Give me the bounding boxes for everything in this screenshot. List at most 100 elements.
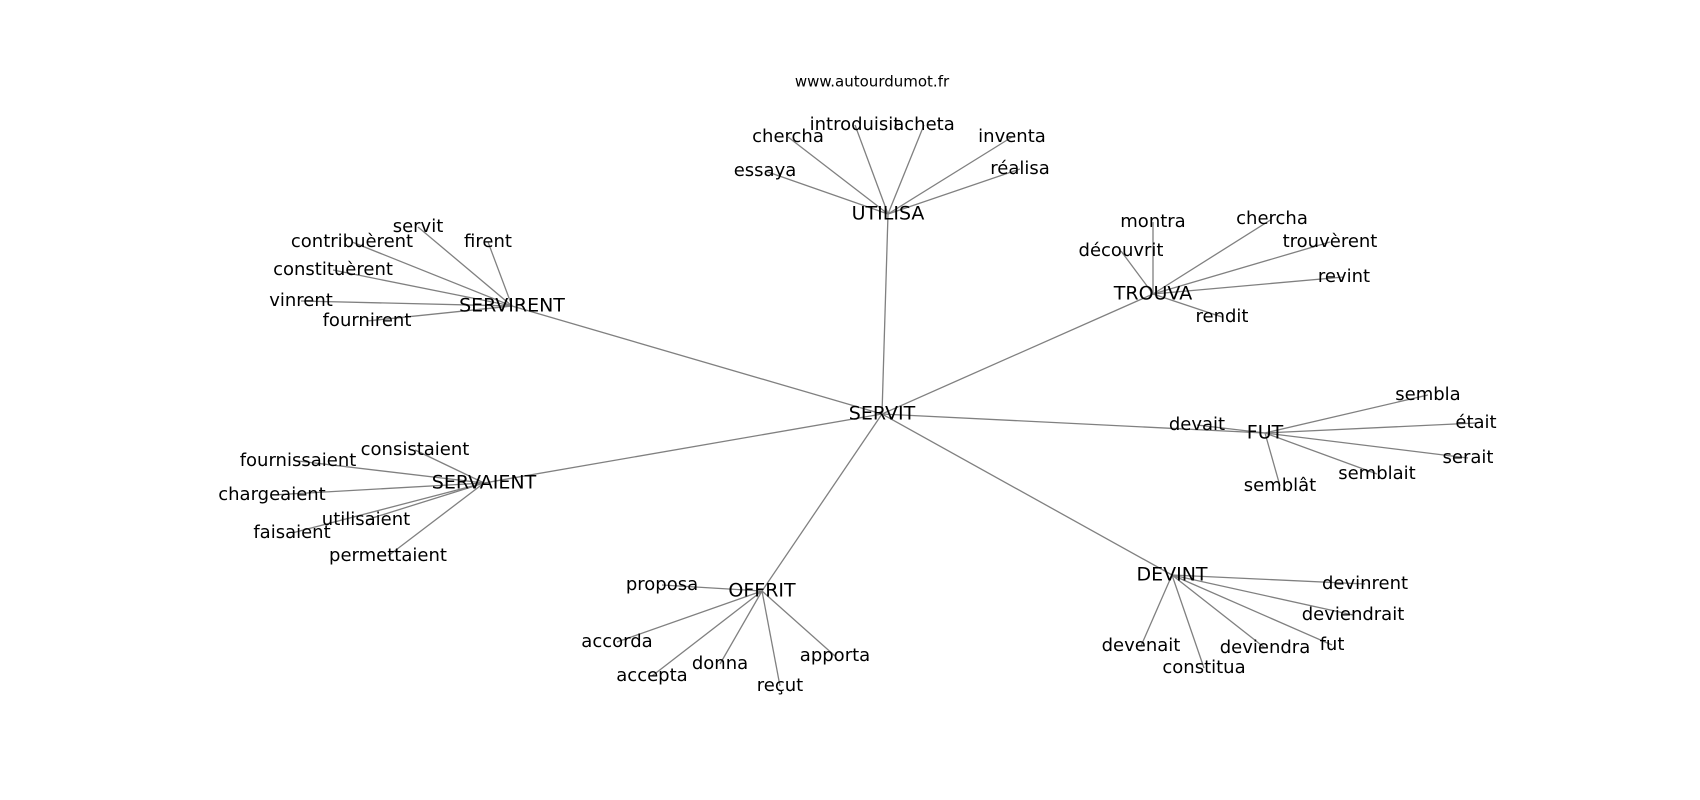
hub-word-servaient[interactable]: SERVAIENT	[432, 472, 537, 494]
edge-center-devint	[881, 413, 1173, 576]
leaf-word[interactable]: chercha	[1236, 208, 1308, 229]
edge-utilisa-1	[887, 124, 925, 215]
edge-devint-2	[1171, 574, 1333, 646]
hub-word-devint[interactable]: DEVINT	[1136, 564, 1207, 586]
leaf-word[interactable]: apporta	[800, 645, 870, 666]
edge-offrit-4	[651, 590, 763, 677]
leaf-word[interactable]: deviendrait	[1302, 604, 1405, 625]
edge-center-utilisa	[881, 213, 889, 415]
edge-utilisa-2	[787, 136, 889, 215]
edge-offrit-3	[719, 590, 763, 665]
leaf-word[interactable]: contribuèrent	[291, 231, 413, 252]
leaf-word[interactable]: vinrent	[269, 290, 333, 311]
leaf-word[interactable]: faisaient	[253, 522, 330, 543]
edge-fut-4	[1264, 432, 1378, 475]
leaf-word[interactable]: accepta	[616, 665, 687, 686]
leaf-word[interactable]: donna	[692, 653, 748, 674]
edge-devint-5	[1171, 574, 1205, 669]
edge-fut-0	[1264, 394, 1429, 434]
edge-center-trouva	[881, 293, 1154, 415]
leaf-word[interactable]: accorda	[581, 631, 652, 652]
edge-fut-1	[1196, 424, 1266, 434]
leaf-word[interactable]: proposa	[626, 574, 698, 595]
edge-offrit-2	[761, 590, 836, 657]
leaf-word[interactable]: réalisa	[990, 158, 1050, 179]
edge-devint-0	[1171, 574, 1366, 585]
leaf-word[interactable]: devenait	[1102, 635, 1181, 656]
edge-servirent-4	[300, 300, 513, 307]
edge-offrit-0	[661, 584, 763, 592]
edge-servaient-2	[271, 482, 485, 496]
leaf-word[interactable]: serait	[1443, 447, 1494, 468]
hub-word-utilisa[interactable]: UTILISA	[852, 203, 925, 225]
edge-servaient-0	[414, 449, 485, 484]
edge-utilisa-0	[854, 124, 889, 215]
leaf-word[interactable]: fournirent	[323, 310, 412, 331]
leaf-word[interactable]: acheta	[893, 114, 955, 135]
edge-servaient-5	[387, 482, 485, 557]
leaf-word[interactable]: rendit	[1196, 306, 1249, 327]
leaf-word[interactable]: firent	[464, 231, 512, 252]
edge-offrit-1	[616, 590, 763, 643]
edge-servirent-3	[332, 269, 513, 307]
leaf-word[interactable]: constitua	[1162, 657, 1245, 678]
edge-servirent-0	[417, 226, 513, 307]
edge-trouva-2	[1152, 241, 1331, 295]
leaf-word[interactable]: devinrent	[1322, 573, 1408, 594]
leaf-word[interactable]: permettaient	[329, 545, 447, 566]
hub-word-fut[interactable]: FUT	[1247, 422, 1284, 444]
leaf-word[interactable]: semblait	[1338, 463, 1416, 484]
hub-word-offrit[interactable]: OFFRIT	[728, 580, 796, 602]
leaf-word[interactable]: était	[1455, 412, 1496, 433]
leaf-word[interactable]: deviendra	[1220, 637, 1311, 658]
leaf-word[interactable]: reçut	[757, 675, 803, 696]
leaf-word[interactable]: inventa	[978, 126, 1046, 147]
edge-utilisa-4	[887, 168, 1021, 215]
leaf-word[interactable]: semblât	[1244, 475, 1317, 496]
leaf-word[interactable]: utilisaient	[322, 509, 410, 530]
leaf-word[interactable]: revint	[1318, 266, 1370, 287]
center-word[interactable]: SERVIT	[849, 403, 916, 425]
edge-fut-2	[1264, 422, 1477, 434]
edge-servaient-3	[365, 482, 485, 521]
edges-layer	[271, 124, 1477, 687]
edge-servaient-1	[297, 460, 485, 484]
leaf-word[interactable]: essaya	[734, 160, 797, 181]
hub-word-trouva[interactable]: TROUVA	[1113, 283, 1192, 305]
leaf-word[interactable]: montra	[1120, 211, 1185, 232]
edge-offrit-5	[761, 590, 781, 687]
hub-word-servirent[interactable]: SERVIRENT	[459, 295, 565, 317]
edge-trouva-4	[1152, 276, 1345, 295]
edge-devint-4	[1171, 574, 1266, 649]
leaf-word[interactable]: fut	[1320, 634, 1345, 655]
edge-utilisa-5	[764, 170, 889, 215]
leaf-word[interactable]: fournissaient	[240, 450, 357, 471]
edge-servaient-4	[291, 482, 485, 534]
leaf-word[interactable]: devait	[1169, 414, 1225, 435]
edge-utilisa-3	[887, 136, 1013, 215]
leaf-word[interactable]: découvrit	[1079, 240, 1164, 261]
leaf-word[interactable]: sembla	[1395, 384, 1460, 405]
site-label[interactable]: www.autourdumot.fr	[795, 73, 950, 91]
edge-center-servirent	[511, 305, 883, 415]
leaf-word[interactable]: constituèrent	[273, 259, 393, 280]
edge-devint-1	[1171, 574, 1354, 616]
edge-trouva-1	[1152, 218, 1273, 295]
edge-servirent-2	[487, 241, 513, 307]
leaf-word[interactable]: chercha	[752, 126, 824, 147]
edge-trouva-3	[1120, 250, 1154, 295]
edge-trouva-5	[1152, 293, 1223, 318]
edge-fut-3	[1264, 432, 1469, 459]
leaf-word[interactable]: servit	[393, 216, 444, 237]
edge-center-offrit	[761, 413, 883, 592]
edge-center-fut	[881, 413, 1266, 434]
leaf-word[interactable]: chargeaient	[218, 484, 326, 505]
edge-center-servaient	[483, 413, 883, 484]
leaf-word[interactable]: introduisit	[810, 114, 901, 135]
leaf-word[interactable]: trouvèrent	[1283, 231, 1378, 252]
edge-fut-5	[1264, 432, 1281, 487]
edge-servirent-1	[351, 241, 513, 307]
leaf-word[interactable]: consistaient	[361, 439, 470, 460]
